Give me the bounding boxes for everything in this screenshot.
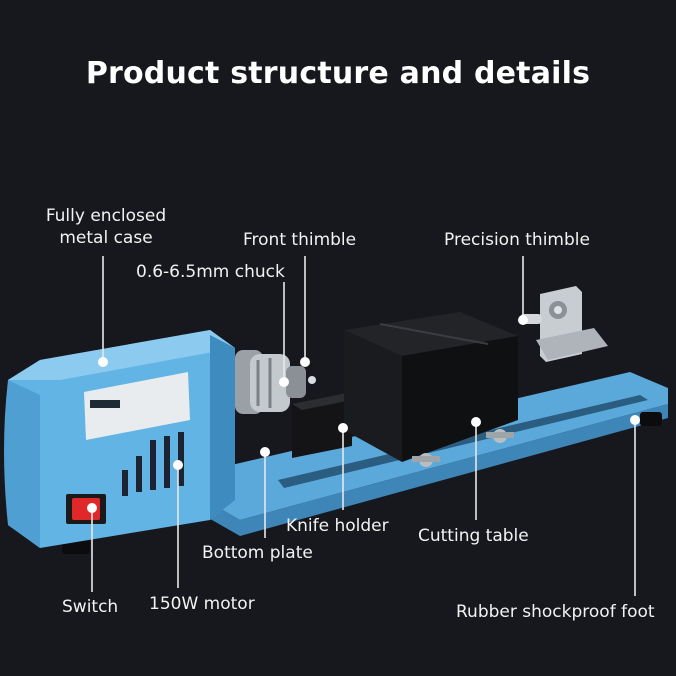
- rubber-foot: [62, 540, 90, 554]
- label-front-thimble: Front thimble: [243, 230, 357, 250]
- cutting-table: [344, 312, 518, 467]
- label-cutting-table: Cutting table: [418, 526, 529, 546]
- chuck: [235, 350, 316, 414]
- label-metal-case-line1: Fully enclosed: [45, 206, 167, 226]
- label-metal-case: Fully enclosed metal case: [16, 205, 196, 249]
- label-metal-case-line2: metal case: [59, 228, 153, 248]
- label-precision-thimble: Precision thimble: [444, 230, 590, 250]
- page-title: Product structure and details: [85, 56, 591, 91]
- metal-case: [4, 330, 235, 548]
- label-rubber-foot: Rubber shockproof foot: [456, 602, 655, 622]
- precision-thimble: [520, 286, 608, 362]
- leader-lines: [87, 256, 640, 596]
- label-chuck: 0.6-6.5mm chuck: [136, 262, 285, 282]
- power-switch: [66, 494, 106, 524]
- label-motor: 150W motor: [149, 594, 255, 614]
- label-bottom-plate: Bottom plate: [202, 543, 313, 563]
- label-knife-holder: Knife holder: [286, 516, 389, 536]
- rubber-foot: [640, 412, 662, 426]
- label-switch: Switch: [62, 597, 119, 617]
